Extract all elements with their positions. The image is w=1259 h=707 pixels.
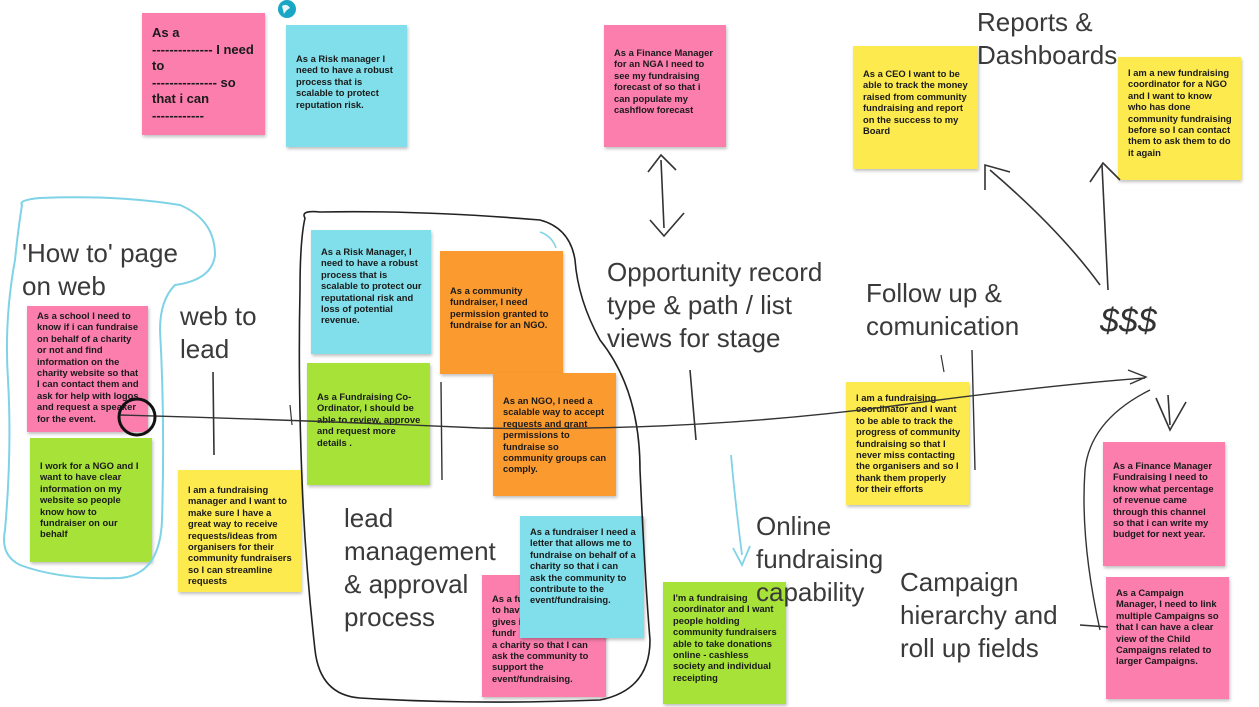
note-new-coordinator[interactable]: I am a new fundraising coordinator for a… — [1118, 57, 1241, 180]
label-online-fundraising: Online fundraising capability — [756, 511, 884, 607]
label-web-to-lead: web to lead — [180, 301, 257, 364]
note-finance-manager-nga[interactable]: As a Finance Manager for an NGA I need t… — [604, 25, 726, 147]
note-risk-manager-top[interactable]: As a Risk manager I need to have a robus… — [286, 25, 407, 147]
label-lead-management: lead management & approval process — [344, 503, 496, 632]
note-template[interactable]: As a -------------- I need to ----------… — [142, 13, 265, 135]
note-track-progress[interactable]: I am a fundraising coordinator and I wan… — [846, 382, 969, 505]
label-opportunity-record: Opportunity record type & path / list vi… — [607, 257, 823, 353]
map-pin-icon[interactable] — [276, 0, 298, 27]
note-ngo-scalable[interactable]: As an NGO, I need a scalable way to acce… — [493, 373, 616, 496]
note-ceo[interactable]: As a CEO I want to be able to track the … — [853, 46, 978, 169]
label-follow-up: Follow up & comunication — [866, 278, 1020, 341]
note-fundraising-manager[interactable]: I am a fundraising manager and I want to… — [178, 470, 301, 592]
note-online-coordinator[interactable]: I'm a fundraising coordinator and I want… — [663, 582, 786, 704]
label-dollars: $$$ — [1100, 302, 1157, 340]
note-community-fundraiser[interactable]: As a community fundraiser, I need permis… — [440, 251, 563, 374]
label-reports-dashboards: Reports & Dashboards — [977, 7, 1118, 70]
note-risk-manager-lead[interactable]: As a Risk Manager, I need to have a robu… — [311, 230, 431, 354]
note-fundraising-coordinator-review[interactable]: As a Fundraising Co-Ordinator, I should … — [307, 363, 430, 485]
label-campaign-hierarchy: Campaign hierarchy and roll up fields — [900, 567, 1058, 663]
note-school[interactable]: As a school I need to know if i can fund… — [27, 306, 148, 432]
note-ngo-worker[interactable]: I work for a NGO and I want to have clea… — [30, 438, 152, 562]
label-how-to-page: 'How to' page on web — [22, 238, 178, 301]
note-finance-manager-fundraising[interactable]: As a Finance Manager Fundraising I need … — [1103, 442, 1225, 566]
note-campaign-manager[interactable]: As a Campaign Manager, I need to link mu… — [1106, 577, 1229, 699]
note-fundraiser-letter[interactable]: As a fundraiser I need a letter that all… — [520, 516, 644, 638]
